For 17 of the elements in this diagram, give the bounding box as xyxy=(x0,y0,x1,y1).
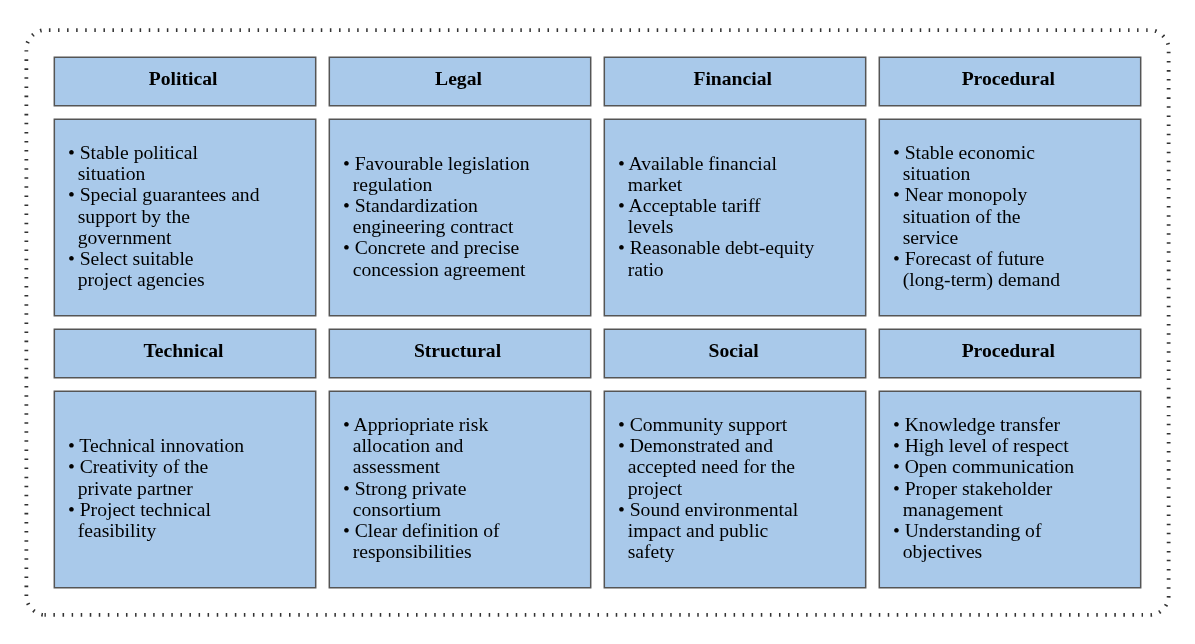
node-box: Social xyxy=(603,328,867,378)
node-box: Structural xyxy=(328,328,592,378)
node-box: • Knowledge transfer • High level of respect • Open communication • Proper stakeholder management • Understanding of objectives xyxy=(878,390,1142,588)
node-box: • Available financial market • Acceptable tariff levels • Reasonable debt-equity ratio xyxy=(603,118,867,316)
node-box: • Stable political situation • Special guarantees and support by the government • Select suitable project agencies xyxy=(53,118,317,316)
cluster xyxy=(24,27,1171,617)
node-box: Financial xyxy=(603,56,867,106)
node-box: • Community support • Demonstrated and accepted need for the project • Sound environmental impact and public safety xyxy=(603,390,867,588)
node-box: Legal xyxy=(328,56,592,106)
node-box: • Stable economic situation • Near monopoly situation of the service • Forecast of future (long-term) demand xyxy=(878,118,1142,316)
node-box: Procedural xyxy=(878,56,1142,106)
node-box: • Favourable legislation regulation • Standardization engineering contract • Concrete and precise concession agreement xyxy=(328,118,592,316)
node-box: Political xyxy=(53,56,317,106)
node-box: Procedural xyxy=(878,328,1142,378)
node-box: • Appriopriate risk allocation and assessment • Strong private consortium • Clear definition of responsibilities xyxy=(328,390,592,588)
node-box: • Technical innovation • Creativity of the private partner • Project technical feasibility xyxy=(53,390,317,588)
node-box: Technical xyxy=(53,328,317,378)
